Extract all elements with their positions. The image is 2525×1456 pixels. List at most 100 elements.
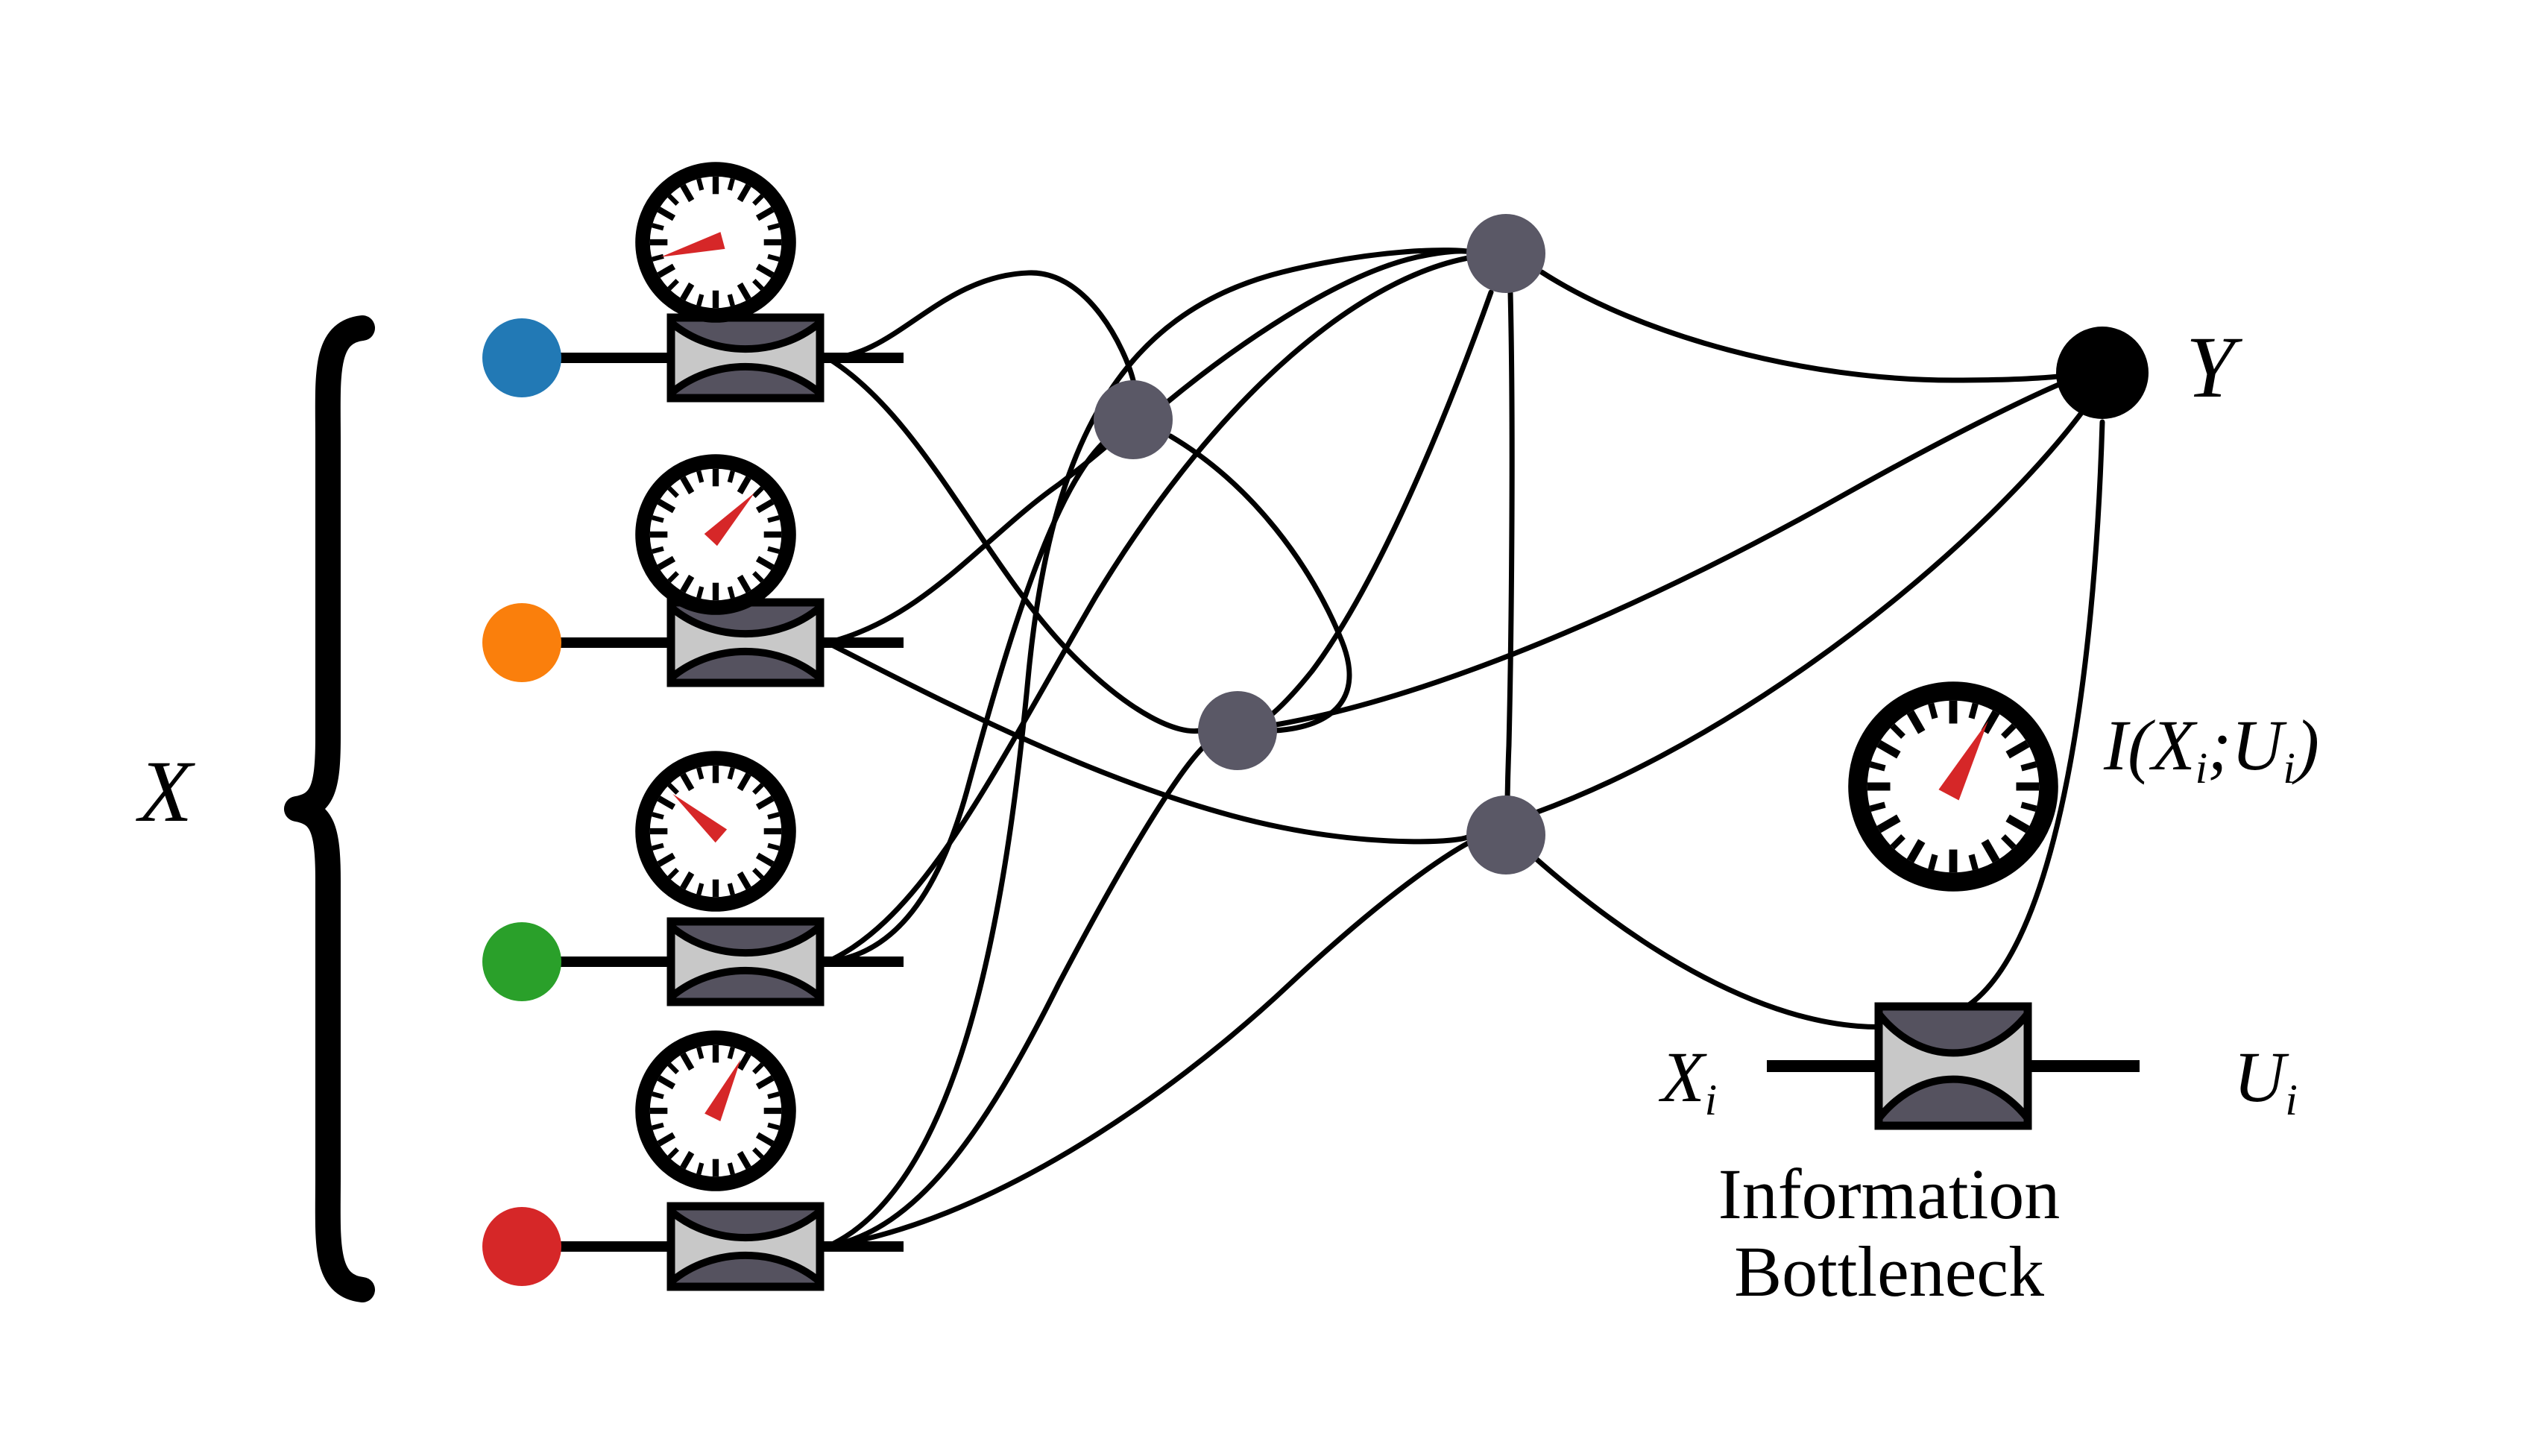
hidden-node-2[interactable]: [1466, 214, 1545, 293]
gauge-tick: [727, 586, 735, 599]
gauges-layer: [635, 162, 796, 1191]
edge-hidden-2-to-output-Y: [1539, 269, 2074, 383]
input-node-3[interactable]: [482, 922, 561, 1001]
gauge-tick: [755, 852, 775, 867]
gauge-tick: [667, 486, 679, 498]
gauge-tick: [657, 852, 676, 867]
gauge-tick: [667, 279, 679, 291]
bottleneck-bottom-arc-legend: [1879, 1075, 2028, 1126]
hidden-node-4[interactable]: [1466, 795, 1545, 874]
hidden-node-1[interactable]: [1094, 380, 1173, 459]
edge-hidden-2-to-hidden-3: [1241, 289, 1494, 735]
edge-input-4-to-hidden-4: [825, 838, 1475, 1249]
legend-input-label: Xi: [1661, 1041, 1717, 1122]
gauge-needle-3: [672, 793, 728, 843]
gauge-tick: [767, 812, 781, 820]
gauge-tick: [657, 1132, 676, 1147]
gauge-tick: [737, 871, 751, 890]
bottleneck-box-2: [666, 598, 825, 687]
gauge-needle-4: [704, 1059, 741, 1121]
gauge-tick: [755, 207, 775, 221]
gauge-tick: [752, 1147, 764, 1159]
mi-main: I(X: [2104, 705, 2195, 785]
gauge-tick: [2005, 740, 2030, 759]
edge-input-2-to-hidden-4: [825, 640, 1472, 845]
gauge-tick: [667, 571, 679, 583]
gauge-tick: [667, 1062, 679, 1074]
gauge-legend: [1848, 681, 2058, 892]
gauge-tick: [1876, 740, 1901, 759]
gauge-tick: [1928, 702, 1938, 719]
bottleneck-bottom-arc-2: [671, 647, 820, 683]
gauge-tick: [1876, 814, 1901, 833]
gauge-tick: [767, 546, 781, 554]
gauge-tick: [696, 294, 704, 307]
hidden-node-3[interactable]: [1198, 691, 1277, 770]
gauge-tick: [657, 499, 676, 514]
gauge-tick: [767, 842, 781, 851]
gauge-ticks-4: [649, 1044, 782, 1177]
bottleneck-outline-1: [666, 313, 825, 403]
gauge-tick: [667, 194, 679, 206]
gauge-tick: [767, 1122, 781, 1130]
gauge-tick: [696, 1162, 704, 1176]
output-node-Y[interactable]: [2056, 327, 2149, 419]
brace-shape: [284, 315, 375, 1302]
gauge-tick: [737, 282, 751, 301]
gauge-ticks-legend: [1867, 700, 2040, 873]
gauge-tick: [651, 546, 664, 554]
bottleneck-box-3: [666, 917, 825, 1006]
mi-mid: ;U: [2207, 705, 2283, 785]
connector-stubs-layer: [560, 353, 904, 1252]
gauge-tick: [651, 1122, 664, 1130]
legend-output-label: Ui: [2234, 1041, 2298, 1122]
legend-output-main: U: [2234, 1037, 2286, 1117]
gauge-tick: [2005, 814, 2030, 833]
bottleneck-top-arc-3: [671, 921, 820, 957]
gauge-tick: [696, 470, 704, 483]
gauge-tick: [651, 842, 664, 851]
input-node-4[interactable]: [482, 1207, 561, 1286]
gauge-tick: [696, 586, 704, 599]
gauge-needle-legend: [1938, 720, 1988, 801]
gauge-tick: [680, 1150, 695, 1170]
gauge-tick: [737, 1150, 751, 1170]
input-node-1[interactable]: [482, 318, 561, 397]
gauge-tick: [2020, 801, 2037, 812]
edge-hidden-2-to-hidden-4: [1504, 290, 1515, 802]
gauge-tick: [680, 1052, 695, 1071]
input-node-2[interactable]: [482, 603, 561, 682]
gauge-tick: [657, 207, 676, 221]
gauge-tick: [737, 476, 751, 495]
edge-input-3-to-hidden-1: [825, 433, 1114, 965]
edge-input-4-to-hidden-2: [825, 248, 1475, 1249]
gauge-needle-2: [704, 493, 755, 546]
gauge-tick: [727, 294, 735, 307]
gauge-tick: [1906, 710, 1926, 734]
gauge-tick: [667, 783, 679, 795]
gauge-tick: [737, 183, 751, 203]
gauge-tick: [737, 574, 751, 593]
bottleneck-bottom-arc-4: [671, 1251, 820, 1287]
output-node-label: Y: [2186, 318, 2235, 416]
edge-input-1-to-hidden-1: [825, 270, 1136, 383]
legend-caption-line-2: Bottleneck: [1734, 1231, 2044, 1311]
gauge-tick: [2001, 723, 2017, 739]
edge-hidden-1-to-hidden-2: [1164, 248, 1473, 406]
gauge-ticks-1: [649, 176, 782, 309]
gauge-tick: [752, 868, 764, 880]
gauge-tick: [727, 177, 735, 191]
gauge-tick: [696, 177, 704, 191]
gauge-tick: [727, 883, 735, 896]
gauge-tick: [680, 871, 695, 890]
gauge-tick: [680, 183, 695, 203]
gauge-tick: [696, 883, 704, 896]
gauge-tick: [1890, 834, 1905, 850]
input-group-label: X: [139, 743, 193, 840]
gauge-tick: [2020, 761, 2037, 772]
gauge-tick: [755, 795, 775, 810]
gauge-tick: [680, 476, 695, 495]
